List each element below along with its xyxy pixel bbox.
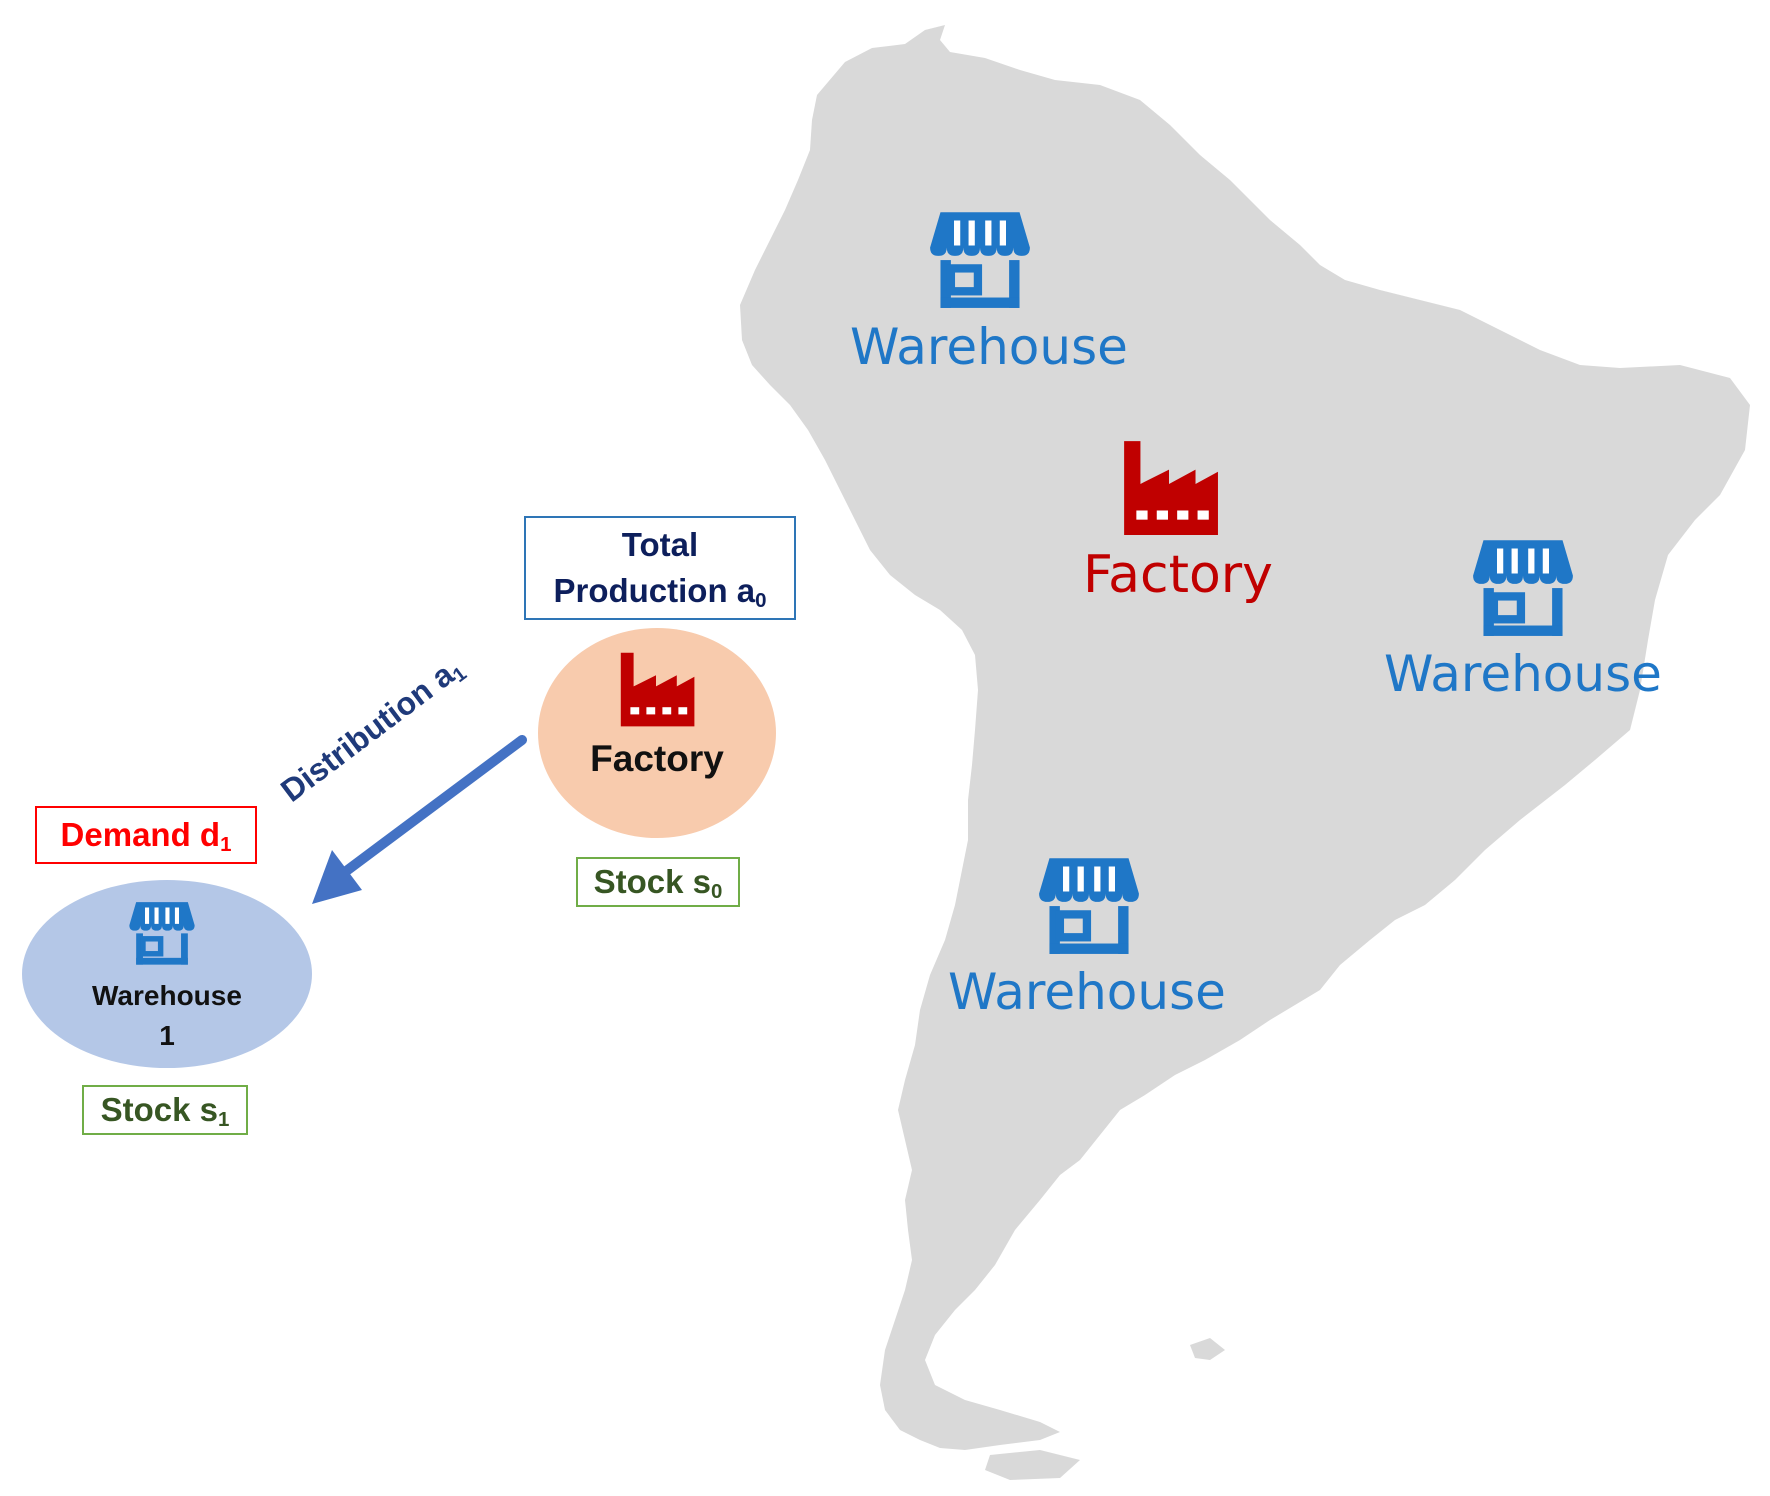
map-warehouse-label-east: Warehouse <box>1384 645 1662 703</box>
continent-shape <box>740 25 1750 1450</box>
distribution-arrow <box>312 735 527 904</box>
demand-d1-box: Demand d1 <box>35 806 257 864</box>
warehouse-node-line1: Warehouse <box>92 980 242 1011</box>
warehouse-1-node: Warehouse 1 <box>22 880 312 1068</box>
total-production-box: Total Production a0 <box>524 516 796 620</box>
map-warehouse-label-south: Warehouse <box>948 963 1226 1021</box>
factory-icon <box>620 652 695 727</box>
factory-node: Factory <box>538 628 776 838</box>
stock-s0-box: Stock s0 <box>576 857 740 907</box>
map-warehouse-label-north: Warehouse <box>850 318 1128 376</box>
warehouse-node-line2: 1 <box>159 1020 175 1051</box>
warehouse-node-label: Warehouse 1 <box>22 976 312 1056</box>
stock-s1-box: Stock s1 <box>82 1085 248 1135</box>
tierra-del-fuego-island <box>985 1450 1080 1480</box>
map-factory-label: Factory <box>1083 545 1273 605</box>
production-line1: Total <box>621 526 699 563</box>
production-line2: Production a0 <box>553 572 767 613</box>
warehouse-icon <box>126 898 198 966</box>
falkland-island <box>1190 1338 1225 1360</box>
factory-node-label: Factory <box>590 738 724 779</box>
